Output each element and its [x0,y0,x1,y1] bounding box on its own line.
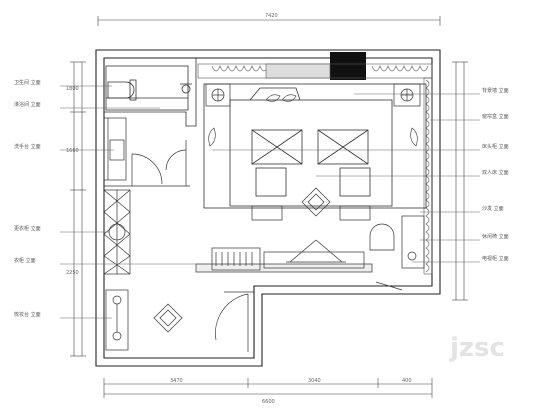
left-label-2: 淋浴间 立面 [14,101,41,108]
right-dimension [452,61,468,301]
left-label-5: 衣柜 立面 [14,257,36,264]
right-label-3: 床头柜 立面 [482,143,509,150]
vanity-counter [103,117,130,187]
left-label-4: 更衣柜 立面 [14,225,41,232]
left-label-3: 洗手台 立面 [14,143,41,150]
entry-rug [153,303,183,333]
right-label-5: 沙发 立面 [482,205,504,212]
bottom-segment-2: 3040 [308,378,321,384]
left-segment-1: 1800 [66,86,79,92]
right-label-1: 背景墙 立面 [482,87,509,94]
nightstand-left [205,83,231,107]
structural-column [330,52,366,80]
right-label-4: 双人床 立面 [482,169,509,176]
right-label-6: 休闲椅 立面 [482,233,509,240]
entry-door [215,291,254,352]
bathroom [104,58,197,127]
left-label-6: 梳妆台 立面 [14,311,41,318]
top-dimension-text: 7420 [265,13,278,19]
bed-decoration [208,94,418,147]
left-dimension [70,61,86,357]
top-dimension [97,16,441,26]
bottom-dimension [103,378,433,398]
dressing-table [105,289,129,351]
watermark: jzsc [449,333,505,363]
window-curtain [197,63,433,79]
lounge-chair [369,215,425,291]
bed-bench [251,187,371,221]
bottom-segment-1: 3470 [170,378,183,384]
double-bed [203,83,427,209]
right-label-2: 窗帘盒 立面 [482,113,509,120]
left-segment-3: 2250 [66,270,79,276]
bottom-segment-3: 400 [402,378,412,384]
bottom-dimension-text: 6600 [262,399,275,405]
right-label-7: 电视柜 立面 [482,255,509,262]
bathroom-door [130,140,190,187]
leader-lines [60,85,480,319]
left-segment-2: 1660 [66,148,79,154]
outer-walls [95,49,441,367]
nightstand-right [393,83,421,107]
tv-cabinet [195,239,373,273]
left-label-1: 卫生间 立面 [14,79,41,86]
